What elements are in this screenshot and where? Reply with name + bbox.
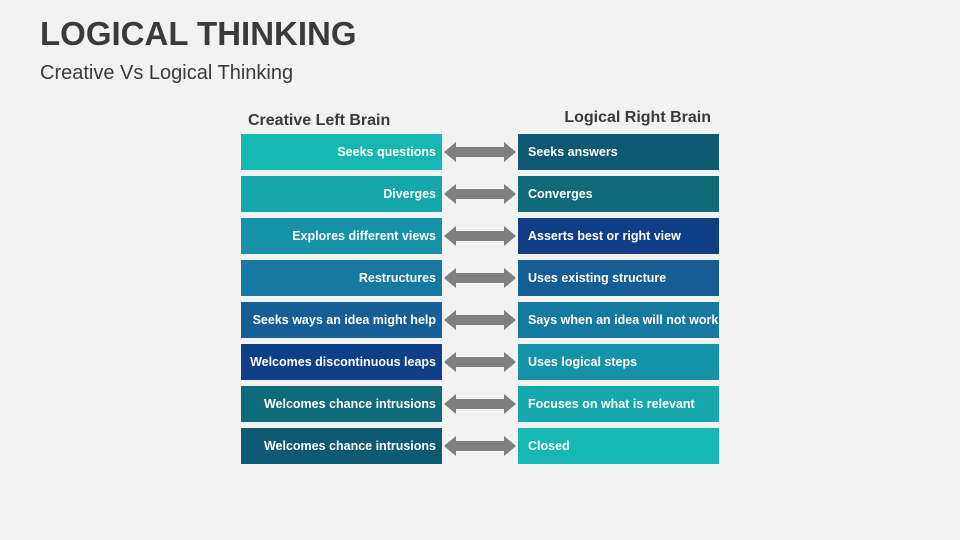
logical-trait-box: Closed <box>518 428 719 464</box>
logical-trait-box: Uses existing structure <box>518 260 719 296</box>
double-arrow-icon <box>442 302 518 338</box>
logical-trait-box: Converges <box>518 176 719 212</box>
logical-trait-box: Seeks answers <box>518 134 719 170</box>
comparison-row: Explores different views Asserts best or… <box>241 218 719 254</box>
creative-trait-box: Seeks questions <box>241 134 442 170</box>
comparison-row: Seeks questions Seeks answers <box>241 134 719 170</box>
creative-trait-box: Diverges <box>241 176 442 212</box>
comparison-row: Restructures Uses existing structure <box>241 260 719 296</box>
comparison-row: Welcomes discontinuous leaps Uses logica… <box>241 344 719 380</box>
logical-trait-box: Asserts best or right view <box>518 218 719 254</box>
comparison-row: Welcomes chance intrusions Closed <box>241 428 719 464</box>
left-column-header: Creative Left Brain <box>248 112 391 129</box>
double-arrow-icon <box>442 260 518 296</box>
creative-trait-box: Welcomes discontinuous leaps <box>241 344 442 380</box>
double-arrow-icon <box>442 134 518 170</box>
creative-trait-box: Explores different views <box>241 218 442 254</box>
creative-trait-box: Seeks ways an idea might help <box>241 302 442 338</box>
slide-title: LOGICAL THINKING <box>40 15 357 52</box>
double-arrow-icon <box>442 176 518 212</box>
slide-subtitle: Creative Vs Logical Thinking <box>40 62 294 84</box>
logical-trait-box: Focuses on what is relevant <box>518 386 719 422</box>
double-arrow-icon <box>442 428 518 464</box>
comparison-row: Seeks ways an idea might help Says when … <box>241 302 719 338</box>
comparison-row: Welcomes chance intrusions Focuses on wh… <box>241 386 719 422</box>
double-arrow-icon <box>442 218 518 254</box>
creative-trait-box: Restructures <box>241 260 442 296</box>
double-arrow-icon <box>442 386 518 422</box>
right-column-header: Logical Right Brain <box>564 109 711 126</box>
creative-trait-box: Welcomes chance intrusions <box>241 428 442 464</box>
comparison-row: Diverges Converges <box>241 176 719 212</box>
logical-trait-box: Says when an idea will not work <box>518 302 719 338</box>
logical-trait-box: Uses logical steps <box>518 344 719 380</box>
double-arrow-icon <box>442 344 518 380</box>
creative-trait-box: Welcomes chance intrusions <box>241 386 442 422</box>
